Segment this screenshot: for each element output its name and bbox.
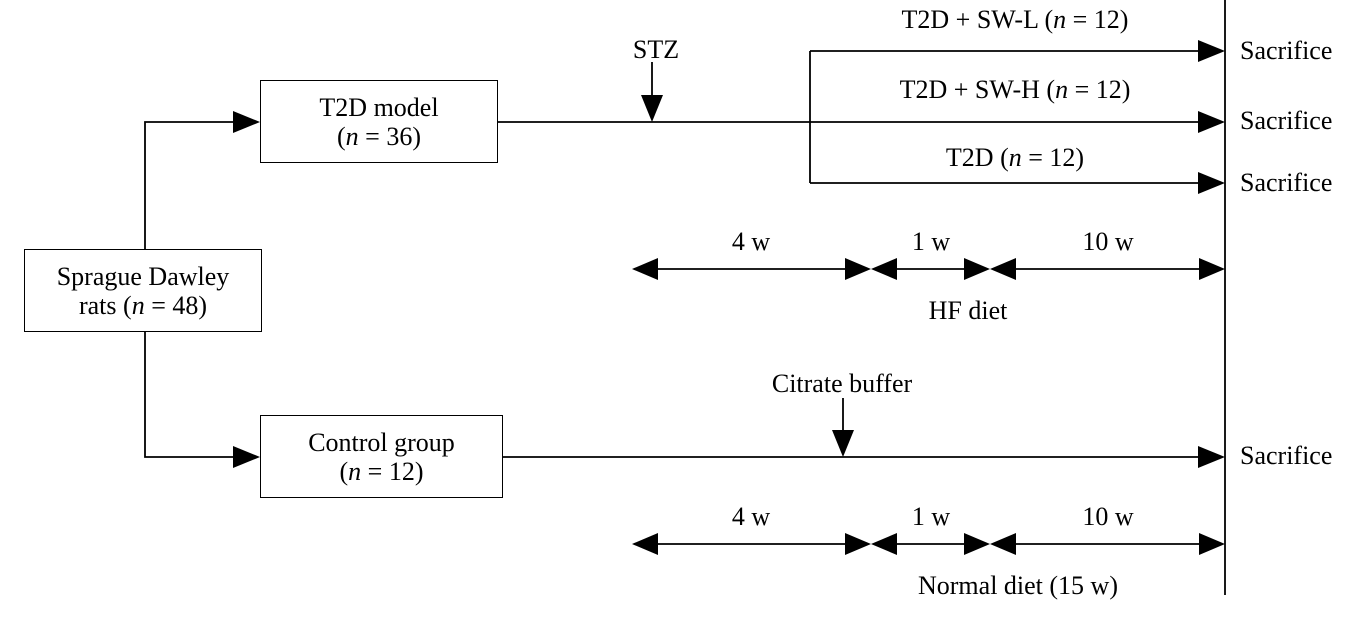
group-sw-h-label: T2D + SW-H (n = 12) <box>899 75 1131 104</box>
sacrifice-label-sw-l: Sacrifice <box>1240 36 1333 65</box>
t2d-model-box: T2D model (n = 36) <box>260 80 498 163</box>
normal-diet-label: Normal diet (15 w) <box>917 571 1119 600</box>
sacrifice-label-sw-h: Sacrifice <box>1240 106 1333 135</box>
connector-source-to-control <box>144 332 238 458</box>
arrowhead-sw-h <box>1198 111 1225 133</box>
hf-arrowhead <box>990 258 1016 280</box>
hf-arrowhead <box>1199 258 1225 280</box>
citrate-arrowhead <box>832 430 854 457</box>
source-line1: Sprague Dawley <box>56 261 230 291</box>
stz-label: STZ <box>632 35 680 64</box>
control-line2: (n = 12) <box>339 456 424 486</box>
citrate-buffer-label: Citrate buffer <box>771 369 913 398</box>
normal-segment-4w: 4 w <box>731 502 771 531</box>
arrowhead-control <box>1198 446 1225 468</box>
normal-arrowhead <box>871 533 897 555</box>
t2d-model-line2: (n = 36) <box>337 121 421 151</box>
hf-arrowhead <box>845 258 871 280</box>
arrowhead-sw-l <box>1198 40 1225 62</box>
group-t2d-label: T2D (n = 12) <box>945 143 1085 172</box>
sacrifice-label-t2d: Sacrifice <box>1240 168 1333 197</box>
hf-arrowhead <box>964 258 990 280</box>
group-sw-l-label: T2D + SW-L (n = 12) <box>901 5 1129 34</box>
hf-segment-4w: 4 w <box>731 227 771 256</box>
normal-arrowhead <box>990 533 1016 555</box>
control-line1: Control group <box>308 427 455 457</box>
hf-segment-1w: 1 w <box>911 227 951 256</box>
normal-arrowhead <box>964 533 990 555</box>
stz-arrowhead <box>641 95 663 122</box>
hf-arrowhead <box>632 258 658 280</box>
arrowhead-to-control <box>233 446 260 468</box>
source-box: Sprague Dawley rats (n = 48) <box>24 249 262 332</box>
t2d-model-line1: T2D model <box>319 92 439 122</box>
hf-diet-label: HF diet <box>928 296 1008 325</box>
hf-arrowhead <box>871 258 897 280</box>
arrowhead-to-t2d <box>233 111 260 133</box>
normal-segment-10w: 10 w <box>1082 502 1134 531</box>
normal-segment-1w: 1 w <box>911 502 951 531</box>
sacrifice-label-control: Sacrifice <box>1240 441 1333 470</box>
control-group-box: Control group (n = 12) <box>260 415 503 498</box>
hf-segment-10w: 10 w <box>1082 227 1134 256</box>
normal-arrowhead <box>1199 533 1225 555</box>
arrowhead-t2d <box>1198 172 1225 194</box>
normal-arrowhead <box>632 533 658 555</box>
source-line2: rats (n = 48) <box>78 290 208 320</box>
connector-source-to-t2d <box>144 121 238 249</box>
normal-arrowhead <box>845 533 871 555</box>
